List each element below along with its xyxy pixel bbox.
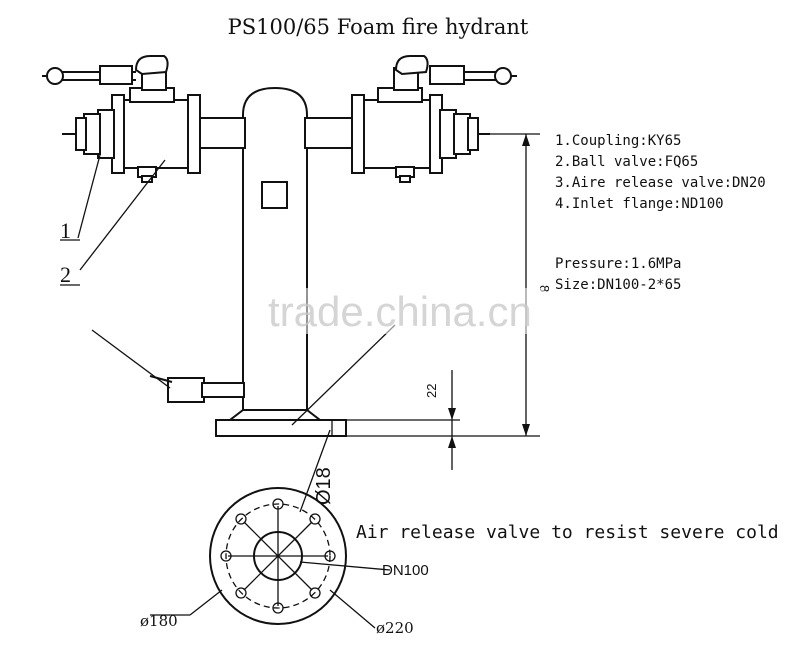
parts-legend: 1.Coupling:KY65 2.Ball valve:FQ65 3.Aire… (555, 133, 766, 212)
flange-plan-view (150, 487, 391, 629)
legend-item-1: 1.Coupling:KY65 (555, 133, 681, 149)
legend-item-4: 4.Inlet flange:ND100 (555, 196, 724, 212)
callout-2: 2 (60, 262, 71, 287)
bolt-hole-leader (299, 429, 331, 513)
outer-diameter-label: ø220 (376, 619, 414, 637)
bore-label: DN100 (382, 562, 429, 579)
watermark-backdrop (262, 288, 544, 334)
watermark: trade.china.cn (268, 288, 532, 335)
legend-item-3: 3.Aire release valve:DN20 (555, 175, 766, 191)
pressure-spec: Pressure:1.6MPa (555, 256, 681, 272)
left-ball-valve (42, 55, 201, 183)
outlet-pipes (192, 117, 360, 149)
body-nameplate (261, 181, 288, 209)
hydrant-body (242, 86, 308, 411)
air-release-valve (149, 375, 245, 403)
bolt-hole-label: Ø18 (313, 467, 335, 505)
callout-leaders (60, 154, 396, 426)
legend-item-2: 2.Ball valve:FQ65 (555, 154, 698, 170)
caption: Air release valve to resist severe cold (356, 522, 779, 543)
inlet-flange (215, 409, 347, 437)
right-coupling (439, 109, 490, 159)
height-label: 8 (537, 285, 552, 292)
bolt-circle-label: ø180 (140, 612, 178, 630)
size-spec: Size:DN100-2*65 (555, 277, 681, 293)
right-ball-valve (351, 55, 517, 183)
height-dimension (346, 133, 540, 437)
left-coupling (62, 109, 115, 159)
flange-dimension (346, 370, 460, 470)
callout-1: 1 (60, 218, 71, 243)
bolt-holes (220, 498, 336, 614)
flange-gap-label: 22 (424, 384, 439, 398)
drawing-title: PS100/65 Foam fire hydrant (228, 15, 529, 39)
